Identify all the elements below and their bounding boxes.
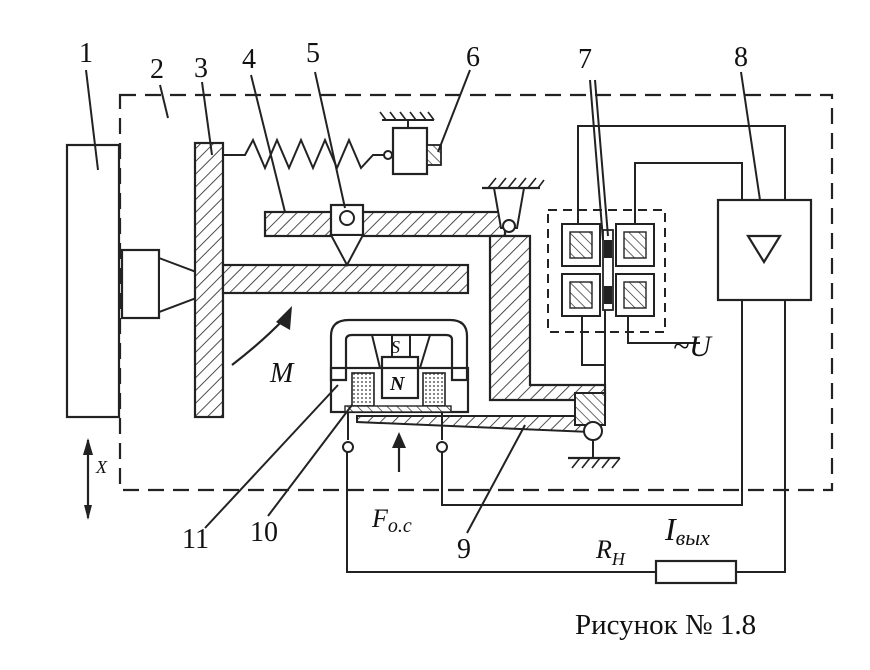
ground-hatch-6: [379, 111, 435, 121]
sensor-core-bl: [569, 281, 593, 309]
leader-lines: [85, 69, 761, 534]
label-3: 3: [194, 53, 208, 84]
wire-amp-coil: [441, 300, 743, 506]
n-pole-label: N: [389, 373, 406, 395]
x-arrow-head-up: [83, 438, 93, 455]
sensor-core-tl: [569, 231, 593, 259]
terminal-right: [436, 441, 448, 453]
label-9: 9: [457, 534, 471, 565]
sensor-core-tr: [623, 231, 647, 259]
label-4: 4: [242, 44, 256, 75]
feedback-lever-9: [356, 415, 591, 434]
lower-pivot: [583, 421, 603, 441]
armature-mark-bottom: [604, 286, 612, 304]
sensor-core-br: [623, 281, 647, 309]
lower-ground-hatch: [571, 457, 621, 469]
label-2: 2: [150, 54, 164, 85]
vertical-bar-3: [193, 141, 225, 419]
label-5: 5: [306, 38, 320, 69]
magnet-core: [380, 355, 420, 400]
moment-arrow-head: [276, 306, 292, 330]
adjuster-body: [391, 126, 429, 176]
label-10: 10: [250, 517, 278, 548]
voltage-label: ~U: [673, 330, 713, 363]
wire-sensor-amp-top: [577, 125, 786, 224]
s-pole-label: S: [391, 337, 400, 357]
coil-bottom-strip: [344, 405, 452, 413]
label-8: 8: [734, 42, 748, 73]
load-resistor: [654, 559, 738, 585]
x-arrow-head-down: [84, 505, 92, 520]
coil-10-right: [422, 372, 446, 407]
wire-sensor-return: [581, 316, 605, 366]
force-arrow-head: [392, 432, 406, 448]
terminal-left: [342, 441, 354, 453]
upper-ground-hatch: [487, 177, 545, 189]
adjuster-screw: [426, 144, 442, 166]
slider-5-pin: [339, 210, 355, 226]
figure-caption: Рисунок № 1.8: [575, 609, 756, 641]
upper-pivot-pin: [502, 219, 516, 233]
amplifier-8: [716, 198, 813, 302]
label-11: 11: [182, 524, 209, 555]
wire-load-coil: [346, 447, 656, 573]
armature-mark-top: [604, 240, 612, 258]
wire-amp-load: [736, 300, 786, 573]
upper-lever-4: [263, 210, 507, 238]
coupling-block: [120, 248, 161, 320]
moment-label: M: [269, 358, 295, 389]
magnet-yoke: [329, 318, 469, 382]
knife-edge: [329, 234, 365, 268]
spring: [223, 137, 388, 171]
label-7: 7: [578, 44, 592, 75]
force-label: Fо.с: [371, 504, 412, 537]
external-block-1: [65, 143, 121, 419]
amplifier-triangle: [746, 234, 782, 265]
load-r-label: RН: [595, 535, 626, 569]
lever-block: [574, 392, 606, 426]
out-current-label: Iвых: [664, 511, 710, 550]
main-lever: [221, 263, 470, 295]
spring-end: [383, 150, 393, 160]
label-6: 6: [466, 42, 480, 73]
x-label: X: [95, 457, 108, 477]
coil-10-left: [351, 372, 375, 407]
wire-sensor-amp-2: [634, 162, 743, 224]
label-1: 1: [79, 38, 93, 69]
wire-supply: [627, 316, 700, 344]
